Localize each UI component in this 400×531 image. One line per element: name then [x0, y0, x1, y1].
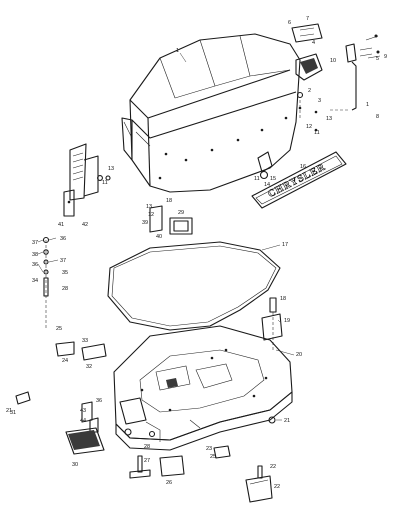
callout-1: 1 [366, 102, 369, 108]
callout-31: 31 [10, 410, 16, 416]
callout-4: 4 [312, 40, 315, 46]
leader-lines [37, 52, 295, 421]
callout-10: 10 [330, 58, 336, 64]
callout-29: 29 [178, 210, 184, 216]
callout-14: 14 [264, 182, 270, 188]
callout-22: 22 [270, 464, 276, 470]
callout-5: 5 [376, 56, 379, 62]
callouts: 1 1 2 3 4 5 6 7 8 9 10 11 11 11 12 12 13… [6, 16, 387, 490]
callout-28: 28 [62, 286, 68, 292]
callout-33: 33 [82, 338, 88, 344]
callout-36: 36 [60, 236, 66, 242]
callout-6: 6 [288, 20, 291, 26]
callout-11: 11 [314, 130, 320, 136]
callout-11: 11 [254, 176, 260, 182]
callout-24: 24 [62, 358, 68, 364]
callout-39: 39 [142, 220, 148, 226]
callout-42: 42 [82, 222, 88, 228]
emblem [257, 151, 273, 180]
callout-37: 37 [32, 240, 38, 246]
decal-plate [149, 205, 193, 235]
callout-38: 38 [32, 252, 38, 258]
engine-cover [121, 33, 301, 193]
callout-36: 36 [96, 398, 102, 404]
latch-assembly [291, 23, 381, 132]
side-plates-left [63, 143, 111, 217]
callout-18: 18 [166, 198, 172, 204]
callout-44: 44 [80, 418, 86, 424]
callout-34: 34 [32, 278, 38, 284]
callout-28: 28 [144, 444, 150, 450]
chrysler-nameplate: CHRYSLER [251, 151, 347, 209]
callout-23: 23 [206, 446, 212, 452]
callout-3: 3 [318, 98, 321, 104]
callout-43: 43 [80, 408, 86, 414]
callout-12: 12 [148, 212, 154, 218]
callout-26: 26 [166, 480, 172, 486]
callout-21: 21 [6, 408, 12, 414]
callout-17: 17 [282, 242, 288, 248]
callout-41: 41 [58, 222, 64, 228]
callout-37: 37 [60, 258, 66, 264]
callout-21: 21 [284, 418, 290, 424]
callout-12: 12 [306, 124, 312, 130]
callout-27: 27 [144, 458, 150, 464]
callout-1: 1 [176, 48, 179, 54]
callout-2: 2 [308, 88, 311, 94]
callout-32: 32 [86, 364, 92, 370]
callout-18: 18 [280, 296, 286, 302]
callout-25: 25 [210, 454, 216, 460]
callout-35: 35 [62, 270, 68, 276]
callout-22: 22 [274, 484, 280, 490]
callout-16: 16 [300, 164, 306, 170]
callout-25: 25 [56, 326, 62, 332]
callout-15: 15 [270, 176, 276, 182]
callout-36: 36 [32, 262, 38, 268]
callout-9: 9 [384, 54, 387, 60]
lower-pan [113, 325, 293, 451]
callout-19: 19 [284, 318, 290, 324]
lower-hardware [15, 341, 276, 503]
fastener-stack-left [42, 236, 50, 330]
callout-40: 40 [156, 234, 162, 240]
callout-7: 7 [306, 16, 309, 22]
callout-13: 13 [146, 204, 152, 210]
callout-11: 11 [102, 180, 108, 186]
callout-13: 13 [108, 166, 114, 172]
callout-8: 8 [376, 114, 379, 120]
callout-30: 30 [72, 462, 78, 468]
cover-seal [107, 241, 281, 331]
callout-20: 20 [296, 352, 302, 358]
callout-13: 13 [326, 116, 332, 122]
